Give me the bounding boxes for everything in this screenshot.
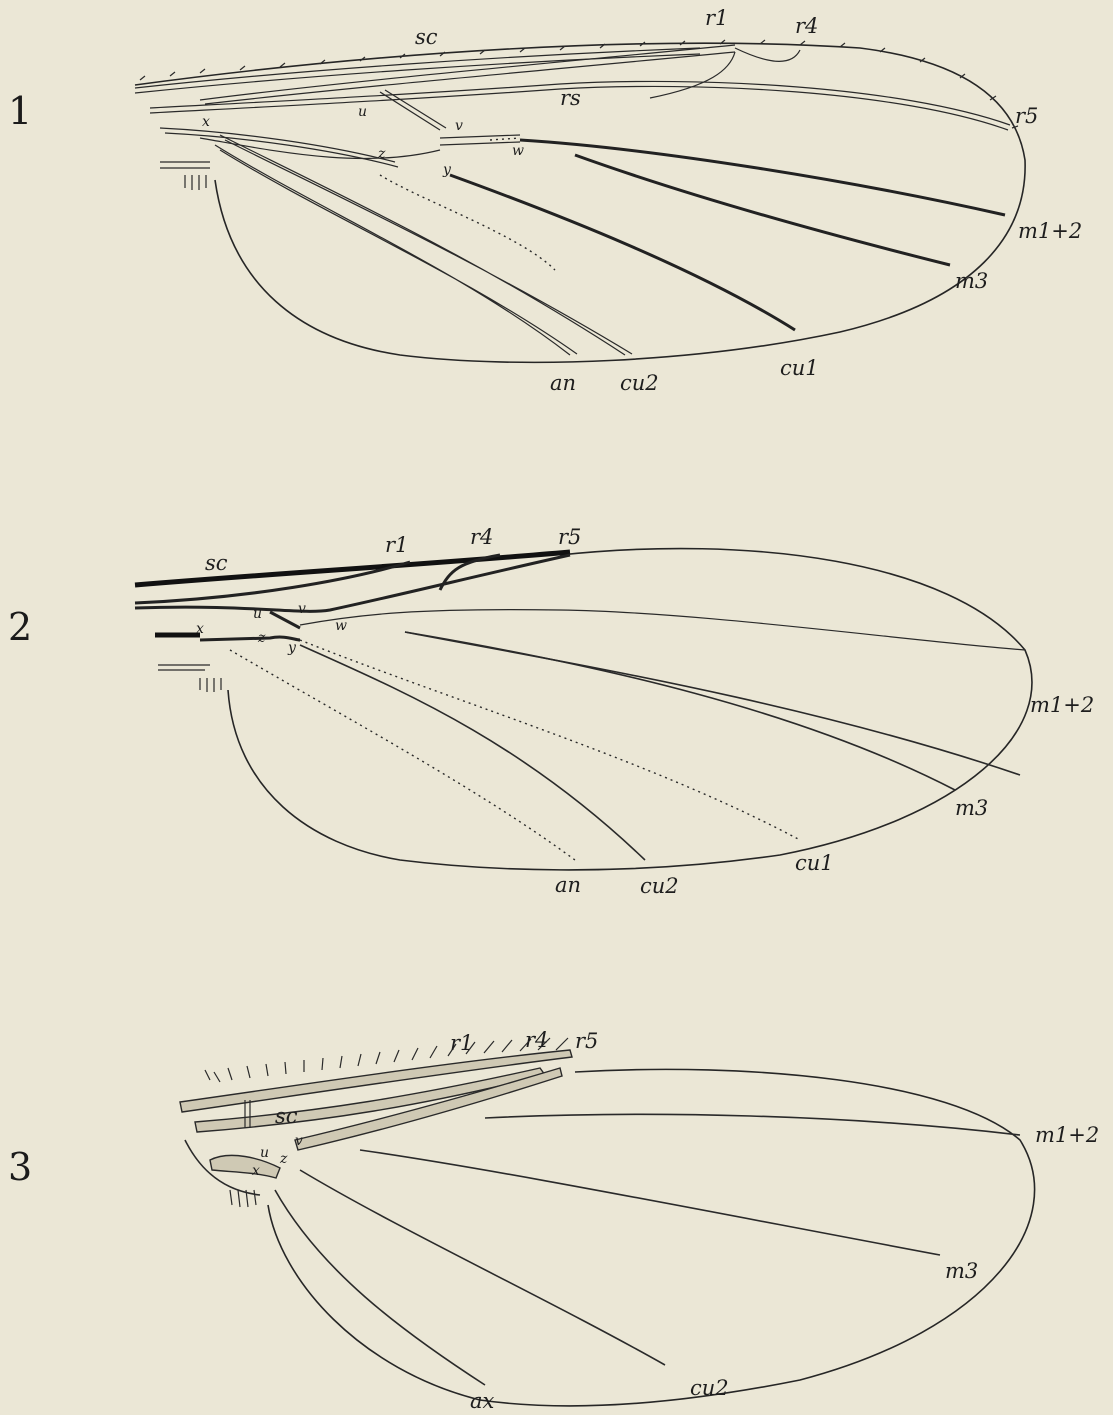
fig3-label-u: u <box>260 1145 269 1161</box>
fig3-label-m12: m1+2 <box>1035 1123 1099 1147</box>
fig1-label-u: u <box>358 104 367 120</box>
fig2-label-r4: r4 <box>470 525 493 549</box>
fig1-label-r4: r4 <box>795 14 818 38</box>
figure-3-number: 3 <box>8 1145 32 1189</box>
fig2-label-cu1: cu1 <box>795 851 834 875</box>
fig1-label-z: z <box>377 146 386 162</box>
fig1-label-w: w <box>512 143 524 159</box>
fig1-label-rs: rs <box>560 86 581 110</box>
fig2-label-sc: sc <box>205 551 228 575</box>
fig1-label-cu2: cu2 <box>620 371 659 395</box>
fig2-label-m12: m1+2 <box>1030 693 1094 717</box>
fig2-label-r1: r1 <box>385 533 408 557</box>
fig1-label-an: an <box>550 371 576 395</box>
fig3-label-ax: ax <box>470 1389 495 1413</box>
fig2-label-r5: r5 <box>558 525 581 549</box>
figure-1: 1 sc r1 r4 r5 <box>8 6 1082 395</box>
figure-1-number: 1 <box>8 89 32 133</box>
fig3-label-m3: m3 <box>945 1259 978 1283</box>
fig1-label-r1: r1 <box>705 6 728 30</box>
figure-2: 2 sc r1 r4 r5 u v w x y z m1+2 m3 cu1 cu <box>8 525 1094 898</box>
figure-2-wing-outline <box>228 549 1032 870</box>
fig2-label-x: x <box>196 621 204 637</box>
figure-3: 3 sc r1 r4 r5 u v x z m1+2 m3 cu2 ax <box>8 1028 1099 1413</box>
fig2-label-w: w <box>335 618 347 634</box>
fig1-label-x: x <box>202 114 210 130</box>
fig1-label-r5: r5 <box>1015 104 1038 128</box>
fig1-label-v: v <box>455 118 463 134</box>
fig3-label-r5: r5 <box>575 1029 598 1053</box>
fig2-label-an: an <box>555 873 581 897</box>
fig1-label-m3: m3 <box>955 269 988 293</box>
fig1-label-sc: sc <box>415 25 438 49</box>
fig2-label-cu2: cu2 <box>640 874 679 898</box>
fig2-label-u: u <box>253 606 262 622</box>
fig3-label-cu2: cu2 <box>690 1376 729 1400</box>
figure-2-number: 2 <box>8 605 32 649</box>
fig2-label-m3: m3 <box>955 796 988 820</box>
fig1-label-y: y <box>442 162 452 178</box>
fig3-label-sc: sc <box>275 1104 298 1128</box>
fig2-label-y: y <box>287 640 297 656</box>
fig2-label-v: v <box>298 601 306 617</box>
fig3-label-r4: r4 <box>525 1028 548 1052</box>
fig3-label-v: v <box>295 1133 303 1149</box>
fig2-label-z: z <box>257 630 266 646</box>
fig1-label-cu1: cu1 <box>780 356 819 380</box>
fig3-label-x: x <box>252 1163 260 1179</box>
fig3-label-r1: r1 <box>450 1031 473 1055</box>
fig3-label-z: z <box>279 1151 288 1167</box>
fig1-label-m12: m1+2 <box>1018 219 1082 243</box>
